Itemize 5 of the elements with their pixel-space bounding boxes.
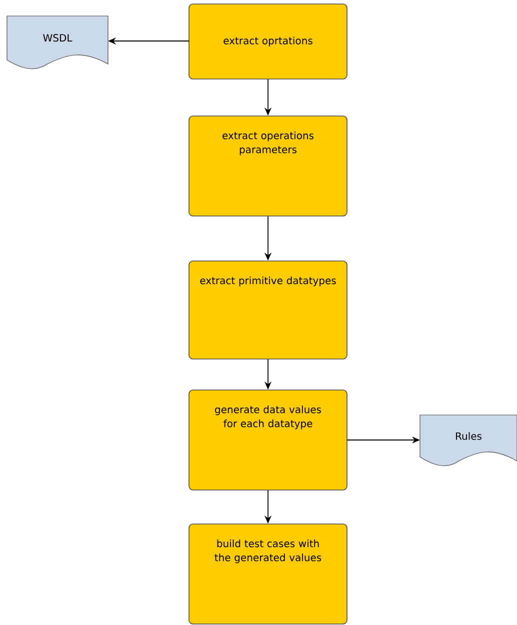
process-box: generate data values for each datatype: [188, 390, 348, 490]
process-box: build test cases with the generated values: [188, 524, 348, 624]
process-box: extract operations parameters: [188, 116, 348, 216]
process-box: extract oprtations: [188, 4, 348, 80]
process-box: extract primitive datatypes: [188, 260, 348, 360]
